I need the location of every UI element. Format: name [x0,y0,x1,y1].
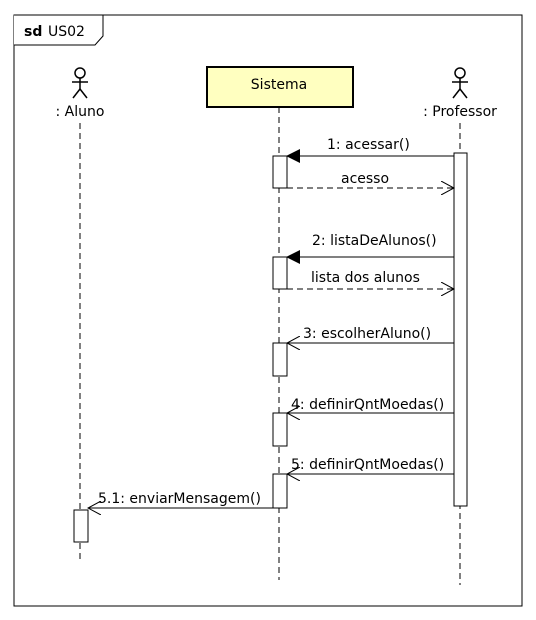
activation-sistema-1 [272,155,288,189]
message-label-1: 1: acessar() [327,137,410,153]
activation-sistema-2 [272,256,288,290]
return-label-1: acesso [341,171,389,187]
sd-frame-tab [14,14,104,46]
return-label-2: lista dos alunos [311,270,420,286]
actor-professor-icon [452,67,468,99]
actor-aluno-label: : Aluno [56,104,105,120]
sistema-box [206,66,354,108]
actor-aluno-icon [72,67,88,99]
message-label-5: 5: definirQntMoedas() [291,457,444,473]
message-label-4: 4: definirQntMoedas() [291,397,444,413]
actor-professor-label: : Professor [423,104,497,120]
frame-keyword: sd [24,24,42,40]
sd-frame [13,14,523,607]
activation-aluno [73,509,89,543]
message-label-3: 3: escolherAluno() [303,326,431,342]
activation-sistema-3 [272,342,288,377]
activation-sistema-5 [272,473,288,509]
message-label-5-1: 5.1: enviarMensagem() [98,491,261,507]
message-label-2: 2: listaDeAlunos() [312,233,437,249]
activation-sistema-4 [272,412,288,447]
sistema-label: Sistema [251,77,307,93]
activation-professor [453,152,468,507]
frame-name: US02 [48,24,85,40]
